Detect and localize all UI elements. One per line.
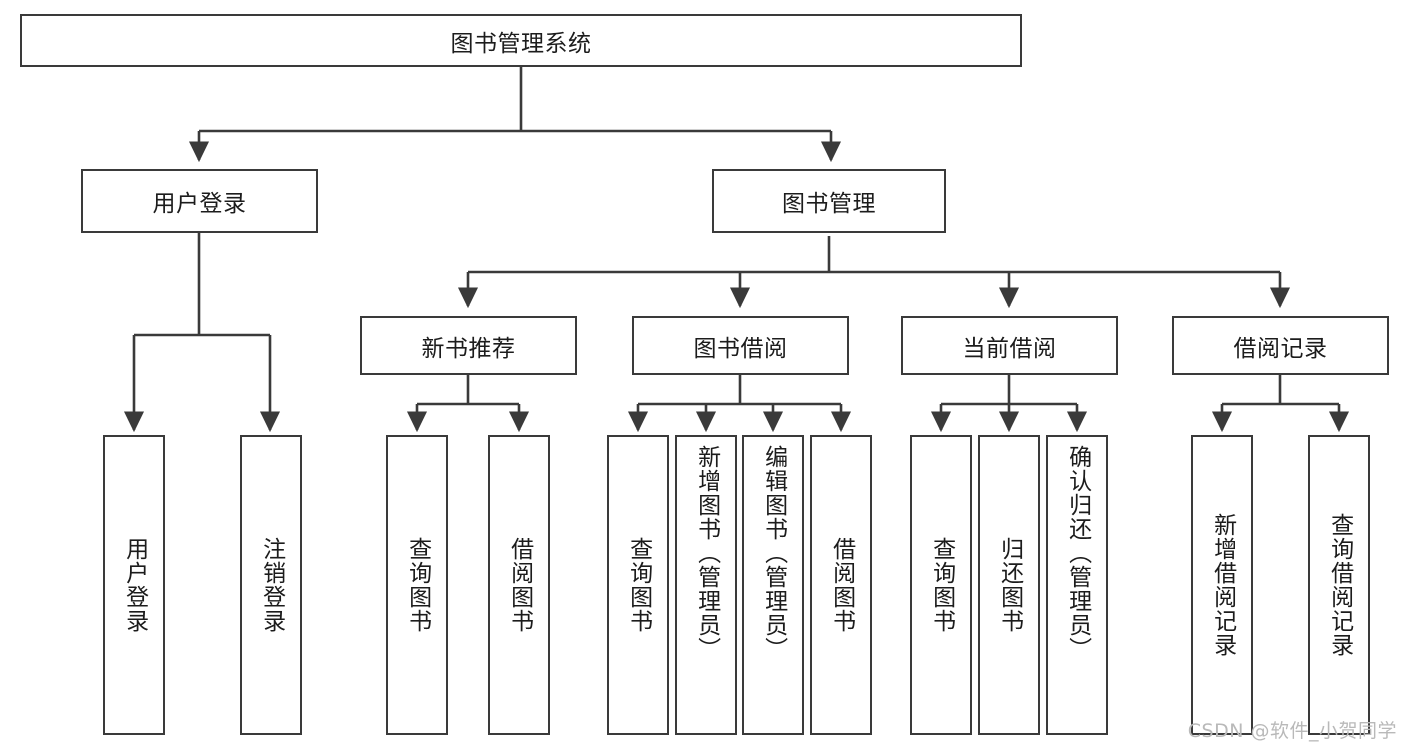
node-leaf-query-book-3[interactable]: 查询图书	[910, 435, 972, 735]
node-label: 归还图书	[996, 537, 1023, 633]
node-user-login[interactable]: 用户登录	[81, 169, 318, 233]
node-label: 用户登录	[121, 537, 148, 633]
node-label: 新增图书（管理员）	[693, 445, 720, 661]
node-leaf-edit-book[interactable]: 编辑图书（管理员）	[742, 435, 804, 735]
node-current-borrow[interactable]: 当前借阅	[901, 316, 1118, 375]
node-leaf-user-logout[interactable]: 注销登录	[240, 435, 302, 735]
node-leaf-borrow-book-1[interactable]: 借阅图书	[488, 435, 550, 735]
node-leaf-query-book-1[interactable]: 查询图书	[386, 435, 448, 735]
node-label: 确认归还（管理员）	[1064, 445, 1091, 661]
node-label: 查询借阅记录	[1326, 513, 1353, 657]
node-label: 注销登录	[258, 537, 285, 633]
node-leaf-return-book[interactable]: 归还图书	[978, 435, 1040, 735]
node-new-book-recommend[interactable]: 新书推荐	[360, 316, 577, 375]
node-borrow-record[interactable]: 借阅记录	[1172, 316, 1389, 375]
node-label: 查询图书	[928, 537, 955, 633]
node-leaf-query-record[interactable]: 查询借阅记录	[1308, 435, 1370, 735]
node-label: 编辑图书（管理员）	[760, 445, 787, 661]
node-leaf-user-login[interactable]: 用户登录	[103, 435, 165, 735]
node-label: 查询图书	[625, 537, 652, 633]
node-leaf-confirm-return[interactable]: 确认归还（管理员）	[1046, 435, 1108, 735]
watermark-text: CSDN @软件_小贺同学	[1187, 720, 1397, 742]
node-leaf-add-book[interactable]: 新增图书（管理员）	[675, 435, 737, 735]
node-leaf-query-book-2[interactable]: 查询图书	[607, 435, 669, 735]
node-label: 借阅图书	[506, 537, 533, 633]
node-label: 借阅图书	[828, 537, 855, 633]
node-leaf-add-record[interactable]: 新增借阅记录	[1191, 435, 1253, 735]
node-label: 新增借阅记录	[1209, 513, 1236, 657]
node-leaf-borrow-book-2[interactable]: 借阅图书	[810, 435, 872, 735]
node-label: 查询图书	[404, 537, 431, 633]
node-book-borrow[interactable]: 图书借阅	[632, 316, 849, 375]
node-root-system[interactable]: 图书管理系统	[20, 14, 1022, 67]
node-book-management[interactable]: 图书管理	[712, 169, 946, 233]
